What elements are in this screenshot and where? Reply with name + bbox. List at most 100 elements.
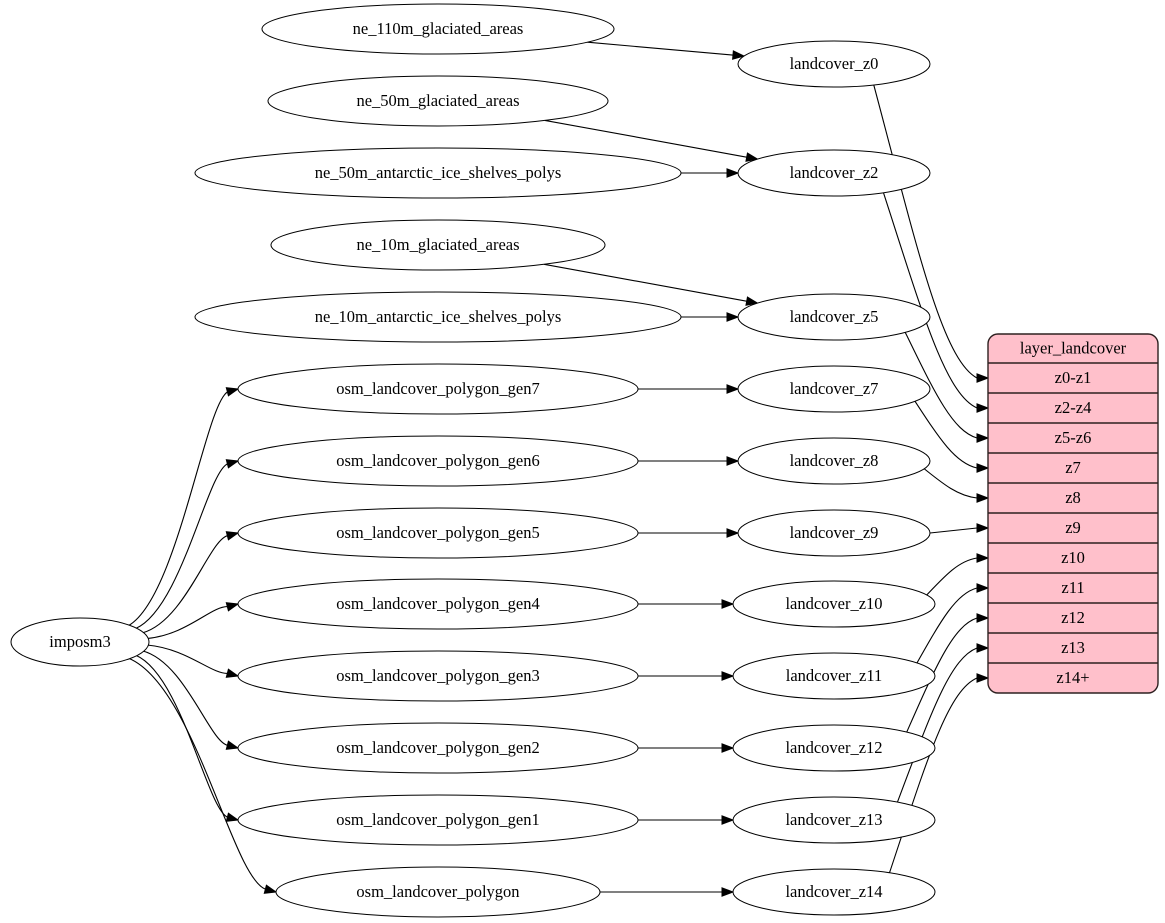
node-ellipse-ne_10m_antarctic_ice_shelves_polys[interactable] — [194, 291, 682, 343]
node-landcover_z7[interactable]: landcover_z7 — [737, 365, 931, 413]
node-ellipse-osm_landcover_polygon[interactable] — [275, 866, 601, 918]
table-row-z0-z1[interactable] — [988, 363, 1158, 393]
node-label-ne_50m_antarctic_ice_shelves_polys: ne_50m_antarctic_ice_shelves_polys — [315, 163, 562, 182]
table-row-z2-z4[interactable] — [988, 393, 1158, 423]
node-osm_landcover_polygon_gen2[interactable]: osm_landcover_polygon_gen2 — [237, 722, 639, 774]
node-landcover_z9[interactable]: landcover_z9 — [737, 509, 931, 557]
edge-landcover_z11-to-row-z11-line — [915, 587, 978, 666]
node-ne_110m_glaciated_areas[interactable]: ne_110m_glaciated_areas — [261, 3, 615, 55]
node-ellipse-landcover_z2[interactable] — [737, 149, 931, 197]
edge-ne_110m_glaciated_areas-to-landcover_z0-line — [587, 41, 737, 56]
node-osm_landcover_polygon_gen7[interactable]: osm_landcover_polygon_gen7 — [237, 363, 639, 415]
node-ne_10m_antarctic_ice_shelves_polys[interactable]: ne_10m_antarctic_ice_shelves_polys — [194, 291, 682, 343]
node-osm_landcover_polygon_gen5[interactable]: osm_landcover_polygon_gen5 — [237, 507, 639, 559]
node-osm_landcover_polygon_gen3[interactable]: osm_landcover_polygon_gen3 — [237, 650, 639, 702]
table-row-z11[interactable] — [988, 573, 1158, 603]
node-ellipse-landcover_z10[interactable] — [732, 580, 936, 628]
edge-landcover_z14-to-row-z14+-arrowhead — [976, 673, 990, 683]
node-landcover_z2[interactable]: landcover_z2 — [737, 149, 931, 197]
node-landcover_z11[interactable]: landcover_z11 — [732, 652, 936, 700]
node-label-ne_10m_antarctic_ice_shelves_polys: ne_10m_antarctic_ice_shelves_polys — [315, 307, 562, 326]
node-ellipse-osm_landcover_polygon_gen7[interactable] — [237, 363, 639, 415]
node-osm_landcover_polygon[interactable]: osm_landcover_polygon — [275, 866, 601, 918]
node-osm_landcover_polygon_gen4[interactable]: osm_landcover_polygon_gen4 — [237, 578, 639, 630]
node-ellipse-ne_50m_antarctic_ice_shelves_polys[interactable] — [194, 147, 682, 199]
node-ellipse-osm_landcover_polygon_gen3[interactable] — [237, 650, 639, 702]
node-label-landcover_z11: landcover_z11 — [786, 666, 883, 685]
edge-landcover_z14-to-row-z14+-line — [888, 677, 978, 875]
node-label-osm_landcover_polygon_gen7: osm_landcover_polygon_gen7 — [336, 379, 539, 398]
table-row-z14+[interactable] — [988, 663, 1158, 693]
edge-landcover_z13-to-row-z13-line — [896, 647, 978, 805]
layer-landcover-table: layer_landcoverz0-z1z2-z4z5-z6z7z8z9z10z… — [987, 333, 1159, 694]
table-row-label-z7: z7 — [1065, 458, 1081, 477]
node-landcover_z8[interactable]: landcover_z8 — [737, 437, 931, 485]
node-label-osm_landcover_polygon: osm_landcover_polygon — [356, 882, 519, 901]
node-landcover_z5[interactable]: landcover_z5 — [737, 293, 931, 341]
edge-ne_10m_glaciated_areas-to-landcover_z5-arrowhead — [745, 296, 759, 306]
table-row-z8[interactable] — [988, 483, 1158, 513]
edge-landcover_z2-to-row-z2-z4-arrowhead — [976, 403, 990, 413]
node-landcover_z10[interactable]: landcover_z10 — [732, 580, 936, 628]
node-landcover_z12[interactable]: landcover_z12 — [732, 724, 936, 772]
edge-landcover_z7-to-row-z7-line — [912, 398, 978, 469]
edge-imposm3-to-osm_landcover_polygon_gen3-line — [146, 644, 229, 674]
edge-ne_110m_glaciated_areas-to-landcover_z0-arrowhead — [732, 50, 746, 60]
table-row-label-z5-z6: z5-z6 — [1055, 428, 1092, 447]
nodes-layer: imposm3 ne_110m_glaciated_areas ne_50m_gla… — [10, 3, 936, 918]
edge-imposm3-to-osm_landcover_polygon-line — [128, 657, 267, 890]
table-row-z12[interactable] — [988, 603, 1158, 633]
table-row-z5-z6[interactable] — [988, 423, 1158, 453]
node-landcover_z14[interactable]: landcover_z14 — [732, 868, 936, 916]
node-label-landcover_z2: landcover_z2 — [790, 163, 879, 182]
table-row-z10[interactable] — [988, 543, 1158, 573]
node-ellipse-landcover_z13[interactable] — [732, 796, 936, 844]
node-ellipse-landcover_z12[interactable] — [732, 724, 936, 772]
node-ellipse-ne_110m_glaciated_areas[interactable] — [261, 3, 615, 55]
edge-landcover_z0-to-row-z0-z1-arrowhead — [976, 373, 990, 383]
node-label-landcover_z12: landcover_z12 — [785, 738, 882, 757]
node-osm_landcover_polygon_gen6[interactable]: osm_landcover_polygon_gen6 — [237, 435, 639, 487]
node-ellipse-ne_10m_glaciated_areas[interactable] — [270, 219, 606, 271]
node-ellipse-landcover_z14[interactable] — [732, 868, 936, 916]
node-ellipse-imposm3[interactable] — [10, 617, 150, 667]
table-row-z13[interactable] — [988, 633, 1158, 663]
node-ellipse-landcover_z9[interactable] — [737, 509, 931, 557]
edge-landcover_z13-to-row-z13-arrowhead — [976, 643, 990, 653]
node-ellipse-landcover_z7[interactable] — [737, 365, 931, 413]
node-ellipse-landcover_z11[interactable] — [732, 652, 936, 700]
node-label-osm_landcover_polygon_gen4: osm_landcover_polygon_gen4 — [336, 594, 539, 613]
node-osm_landcover_polygon_gen1[interactable]: osm_landcover_polygon_gen1 — [237, 794, 639, 846]
node-label-landcover_z10: landcover_z10 — [785, 594, 882, 613]
node-ellipse-osm_landcover_polygon_gen1[interactable] — [237, 794, 639, 846]
node-landcover_z0[interactable]: landcover_z0 — [737, 40, 931, 88]
node-label-ne_50m_glaciated_areas: ne_50m_glaciated_areas — [356, 91, 519, 110]
edge-landcover_z10-to-row-z10-arrowhead — [976, 553, 990, 563]
node-ellipse-ne_50m_glaciated_areas[interactable] — [267, 75, 609, 127]
edge-ne_50m_glaciated_areas-to-landcover_z2-arrowhead — [745, 152, 759, 162]
node-ne_10m_glaciated_areas[interactable]: ne_10m_glaciated_areas — [270, 219, 606, 271]
edge-ne_10m_glaciated_areas-to-landcover_z5-line — [544, 263, 748, 302]
edge-imposm3-to-osm_landcover_polygon_gen3-arrowhead — [225, 668, 240, 678]
node-ellipse-landcover_z8[interactable] — [737, 437, 931, 485]
node-ellipse-osm_landcover_polygon_gen6[interactable] — [237, 435, 639, 487]
node-ellipse-osm_landcover_polygon_gen4[interactable] — [237, 578, 639, 630]
table-row-label-z0-z1: z0-z1 — [1055, 368, 1092, 387]
edge-imposm3-to-osm_landcover_polygon_gen6-line — [135, 463, 229, 630]
node-ne_50m_antarctic_ice_shelves_polys[interactable]: ne_50m_antarctic_ice_shelves_polys — [194, 147, 682, 199]
node-ellipse-osm_landcover_polygon_gen5[interactable] — [237, 507, 639, 559]
node-ne_50m_glaciated_areas[interactable]: ne_50m_glaciated_areas — [267, 75, 609, 127]
node-landcover_z13[interactable]: landcover_z13 — [732, 796, 936, 844]
table-row-z7[interactable] — [988, 453, 1158, 483]
node-label-landcover_z7: landcover_z7 — [790, 379, 879, 398]
node-ellipse-landcover_z5[interactable] — [737, 293, 931, 341]
node-label-landcover_z8: landcover_z8 — [790, 451, 879, 470]
edge-osm_landcover_polygon_gen3-to-landcover_z11-arrowhead — [721, 671, 735, 681]
edge-landcover_z10-to-row-z10-line — [923, 557, 978, 599]
table-row-z9[interactable] — [988, 513, 1158, 543]
node-imposm3[interactable]: imposm3 — [10, 617, 150, 667]
node-ellipse-landcover_z0[interactable] — [737, 40, 931, 88]
edge-ne_50m_glaciated_areas-to-landcover_z2-line — [544, 119, 749, 158]
node-ellipse-osm_landcover_polygon_gen2[interactable] — [237, 722, 639, 774]
